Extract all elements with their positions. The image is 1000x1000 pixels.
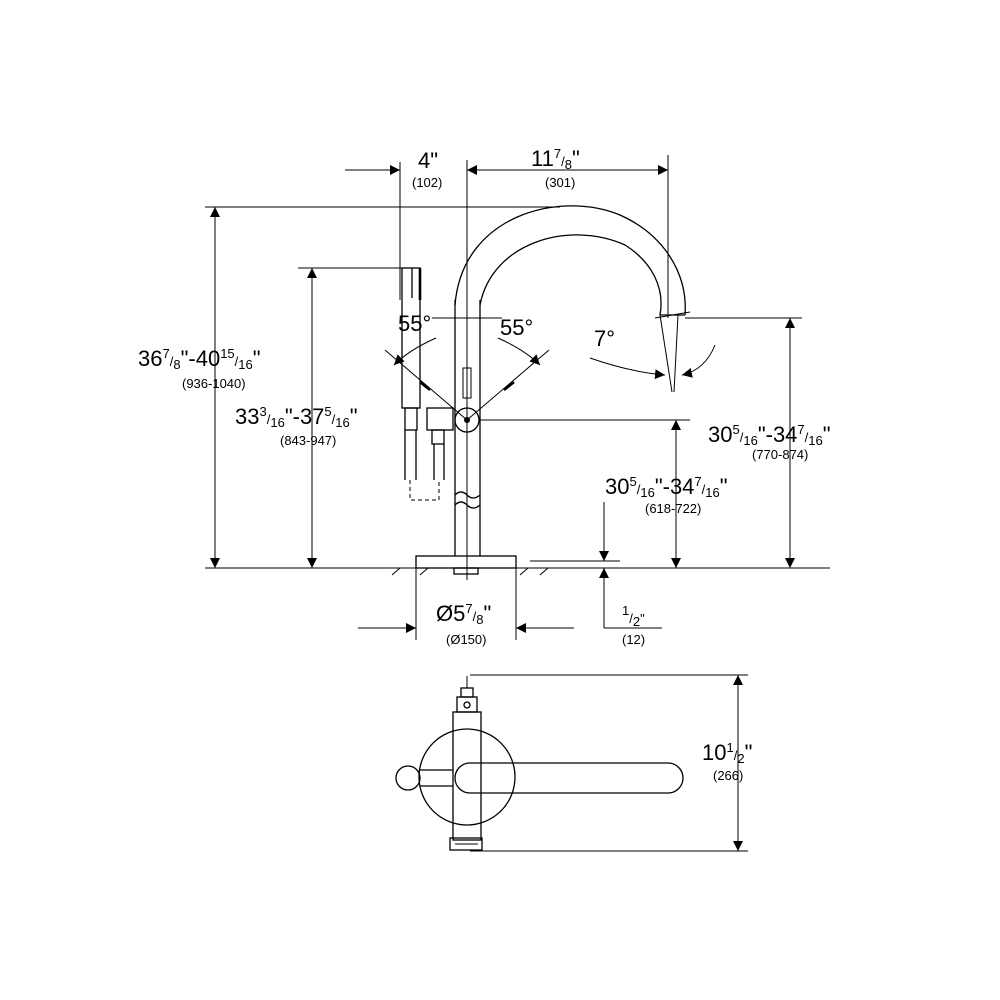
base-diameter-label: Ø57/8" [436,601,492,627]
floor-offset-label: 1/2" [622,603,645,629]
total-height-metric: (936-1040) [182,376,246,391]
angle-left-label: 55° [398,311,432,336]
body-height-metric: (618-722) [645,501,702,516]
reach-label: 117/8" [531,146,580,172]
spout-height-metric: (770-874) [752,447,809,462]
angle-spout-label: 7° [594,326,616,351]
dimension-lines [205,155,802,852]
base-diameter-metric: (Ø150) [446,632,487,647]
total-height-label: 367/8"-4015/16" [138,346,261,372]
width-4-label: 4" [418,148,439,173]
handle-height-label: 333/16"-375/16" [235,404,358,430]
reach-metric: (301) [545,175,576,190]
top-length-label: 101/2" [702,740,753,766]
side-view [205,205,830,580]
top-length-metric: (266) [713,768,744,783]
top-view [395,676,684,851]
spout-height-label: 305/16"-347/16" [708,422,831,448]
floor-offset-metric: (12) [622,632,646,647]
angle-right-label: 55° [500,315,534,340]
body-height-label: 305/16"-347/16" [605,474,728,500]
handle-height-metric: (843-947) [280,433,337,448]
width-4-metric: (102) [412,175,443,190]
